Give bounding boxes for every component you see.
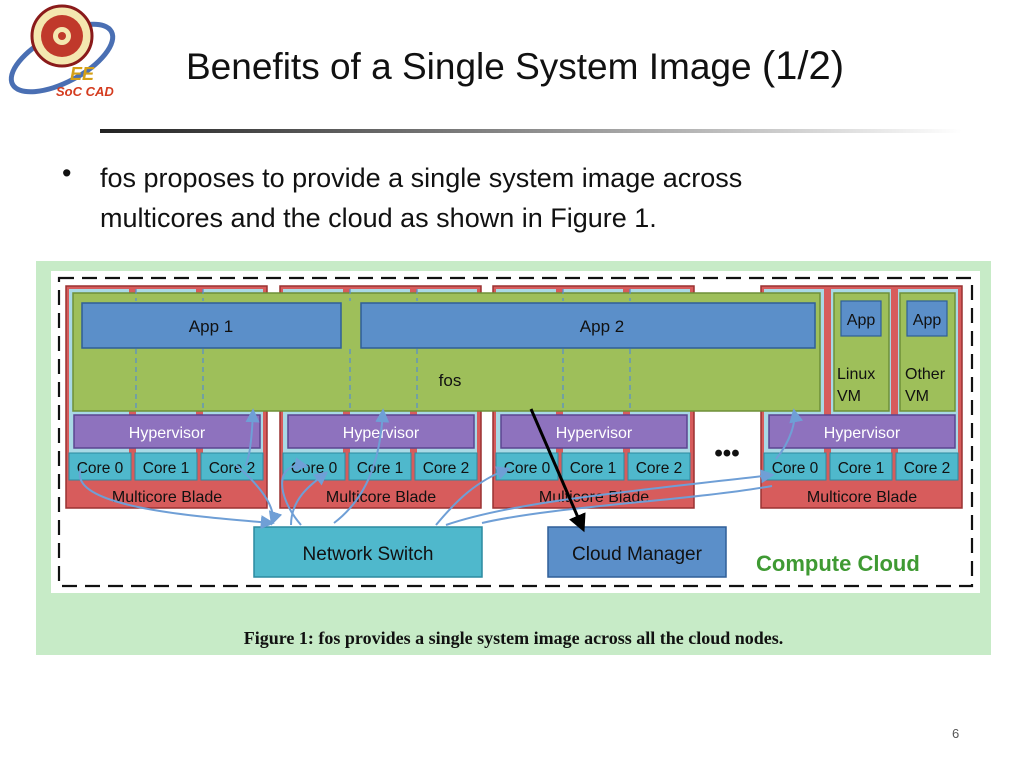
- blade-1-core-0: Core 0: [77, 460, 124, 477]
- slide-title: Benefits of a Single System Image (1/2): [186, 44, 844, 89]
- blade-3-core-2: Core 2: [636, 460, 683, 477]
- slide-title-suffix: (1/2): [761, 44, 845, 88]
- more-blades-ellipsis: •••: [714, 440, 739, 467]
- linux-vm-app-label: App: [847, 312, 876, 329]
- cloud-manager: [547, 526, 727, 578]
- lane-separators: [135, 289, 631, 409]
- blade-3-core-0: Core 0: [504, 460, 551, 477]
- hypervisor-1: Hypervisor: [73, 414, 261, 449]
- other-vm-app-label: App: [913, 312, 942, 329]
- blade-1-label: Multicore Blade: [112, 489, 222, 506]
- hypervisor-3-label: Hypervisor: [556, 425, 633, 442]
- title-divider: [100, 129, 962, 133]
- linux-vm-app-box: [840, 300, 882, 337]
- logo-text-sub: SoC CAD: [56, 84, 114, 99]
- cloud-manager-label: Cloud Manager: [572, 544, 703, 565]
- compute-cloud-boundary: [57, 276, 974, 588]
- cloud-manager-arrow: [529, 408, 586, 533]
- fos-label: fos: [439, 371, 462, 390]
- message-arrows: [78, 408, 804, 530]
- blade-4-core-0: Core 0: [772, 460, 819, 477]
- hypervisor-3: Hypervisor: [500, 414, 688, 449]
- figure-caption: Figure 1: fos provides a single system i…: [243, 628, 784, 648]
- bullet-marker: •: [62, 158, 72, 188]
- app-2-box: [360, 302, 816, 349]
- linux-vm-label-1: Linux: [837, 366, 875, 383]
- blade-4-label: Multicore Blade: [807, 489, 917, 506]
- network-switch-label: Network Switch: [303, 544, 434, 565]
- hypervisor-4: Hypervisor: [768, 414, 956, 449]
- fos-architecture-diagram: fos App 1 App 2 App Linux VM App Other V…: [51, 271, 980, 593]
- network-switch: [253, 526, 483, 578]
- compute-cloud-label: Compute Cloud: [756, 551, 920, 576]
- university-logo: EE SoC CAD: [2, 2, 122, 104]
- slide-title-main: Benefits of a Single System Image: [186, 46, 752, 87]
- blade-2-label: Multicore Blade: [326, 489, 436, 506]
- logo-text-main: EE: [70, 64, 95, 84]
- blade-1-core-1: Core 1: [143, 460, 190, 477]
- logo-emblem: [8, 4, 116, 95]
- linux-vm-label-2: VM: [837, 388, 861, 405]
- blade-4-core-1: Core 1: [838, 460, 885, 477]
- other-vm-app-box: [906, 300, 948, 337]
- blade-2-core-2: Core 2: [423, 460, 470, 477]
- bullet-text: fos proposes to provide a single system …: [100, 163, 743, 233]
- page-number: 6: [952, 726, 960, 741]
- blade-2-core-0: Core 0: [291, 460, 338, 477]
- hypervisor-4-label: Hypervisor: [824, 425, 901, 442]
- app-1-label: App 1: [189, 317, 233, 336]
- blade-2-core-1: Core 1: [357, 460, 404, 477]
- hypervisor-1-label: Hypervisor: [129, 425, 206, 442]
- app-2-label: App 2: [580, 317, 624, 336]
- other-vm-label-1: Other: [905, 366, 946, 383]
- app-1-box: [81, 302, 342, 349]
- other-vm-label-2: VM: [905, 388, 929, 405]
- figure-1: fos App 1 App 2 App Linux VM App Other V…: [36, 261, 991, 655]
- blade-3-core-1: Core 1: [570, 460, 617, 477]
- blade-1-core-2: Core 2: [209, 460, 256, 477]
- blade-4-core-2: Core 2: [904, 460, 951, 477]
